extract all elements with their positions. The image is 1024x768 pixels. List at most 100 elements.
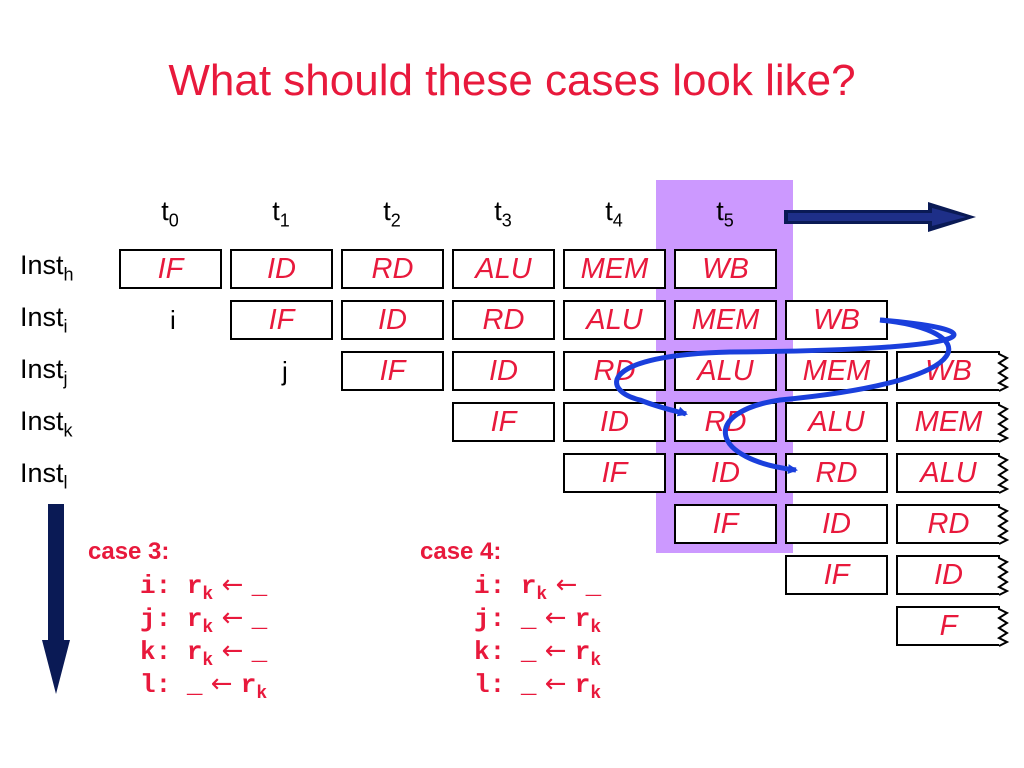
source-register-subscript: k xyxy=(256,684,268,705)
time-arrow-icon xyxy=(784,202,976,232)
stage-cell-if: IF xyxy=(341,351,444,391)
stage-label: ALU xyxy=(586,304,643,336)
instruction-line-j: j: rk ← _ xyxy=(140,603,267,639)
stage-cell-id: ID xyxy=(341,300,444,340)
dest-register: _ xyxy=(186,670,203,700)
stage-label: WB xyxy=(702,253,749,285)
assign-arrow: ← xyxy=(536,669,575,699)
stage-label: WB xyxy=(925,355,972,387)
stage-cell-if: IF xyxy=(563,453,666,493)
row-label-text: Inst xyxy=(20,406,64,436)
stage-label: IF xyxy=(712,508,739,540)
torn-edge-icon xyxy=(996,555,1010,596)
assign-arrow: ← xyxy=(536,603,575,633)
torn-edge-icon xyxy=(996,606,1010,647)
stage-cell-id: ID xyxy=(896,555,1010,596)
source-register-subscript: k xyxy=(590,618,602,639)
instr-name: i: xyxy=(140,571,187,601)
instruction-line-l: l: _ ← rk xyxy=(474,669,602,705)
stage-cell-if: IF xyxy=(785,555,888,595)
stage-label: MEM xyxy=(691,304,760,336)
time-label-subscript: 4 xyxy=(612,210,623,231)
stage-cell-rd: RD xyxy=(785,453,888,493)
instr-name: j: xyxy=(474,604,521,634)
forward-path-to-l xyxy=(722,317,951,475)
time-label-subscript: 2 xyxy=(390,210,401,231)
stage-label: ALU xyxy=(475,253,532,285)
instr-name: j: xyxy=(140,604,187,634)
stage-label: WB xyxy=(813,304,860,336)
stage-label: ID xyxy=(489,355,518,387)
row-label-inst-l: Instl xyxy=(20,458,68,493)
dest-register-subscript: k xyxy=(202,618,214,639)
stage-label: RD xyxy=(371,253,414,285)
instr-name: k: xyxy=(140,637,187,667)
torn-edge-icon xyxy=(996,402,1010,443)
time-label-t2: t2 xyxy=(362,196,422,231)
stage-label: MEM xyxy=(580,253,649,285)
row-label-subscript: j xyxy=(63,368,68,389)
time-label-subscript: 5 xyxy=(723,210,734,231)
source-register: _ xyxy=(251,571,268,601)
row-label-text: Inst xyxy=(20,354,64,384)
row-label-inst-k: Instk xyxy=(20,406,73,441)
source-register: r xyxy=(240,670,257,700)
stage-label: RD xyxy=(815,457,858,489)
row-label-text: Inst xyxy=(20,302,64,332)
row-label-inst-h: Insth xyxy=(20,250,74,285)
source-register: r xyxy=(574,604,591,634)
instruction-line-j: j: _ ← rk xyxy=(474,603,602,639)
time-label-t3: t3 xyxy=(473,196,533,231)
stage-label: IF xyxy=(379,355,406,387)
dest-register: _ xyxy=(520,604,537,634)
torn-edge-icon xyxy=(996,351,1010,392)
row-label-subscript: i xyxy=(63,316,68,337)
stage-cell-alu: ALU xyxy=(785,402,888,442)
time-label-t4: t4 xyxy=(584,196,644,231)
time-label-subscript: 0 xyxy=(168,210,179,231)
assign-arrow: ← xyxy=(536,636,575,666)
torn-edge-icon xyxy=(996,453,1010,494)
stage-label: ID xyxy=(934,559,963,591)
row-label-subscript: k xyxy=(63,420,73,441)
row-label-subscript: h xyxy=(63,264,74,285)
stage-label: ID xyxy=(711,457,740,489)
assign-arrow: ← xyxy=(213,570,252,600)
slide-title: What should these cases look like? xyxy=(168,56,856,105)
time-label-text: t xyxy=(716,196,724,226)
stage-label: IF xyxy=(490,406,517,438)
stage-label: ALU xyxy=(920,457,977,489)
assign-arrow: ← xyxy=(547,570,586,600)
time-label-t5: t5 xyxy=(695,196,755,231)
dest-register: r xyxy=(186,637,203,667)
stage-cell-if: IF xyxy=(674,504,777,544)
torn-edge-icon xyxy=(996,504,1010,545)
instruction-line-i: i: rk ← _ xyxy=(140,570,268,605)
source-register-subscript: k xyxy=(590,651,602,672)
note-i: i xyxy=(170,305,176,335)
stage-cell-rd: RD xyxy=(896,504,1010,545)
stage-cell-f: F xyxy=(896,606,1010,647)
case3-instructions: i: rk ← _j: rk ← _k: rk ← _l: _ ← rk xyxy=(140,570,268,705)
dest-register-subscript: k xyxy=(202,651,214,672)
stage-label: ID xyxy=(267,253,296,285)
dest-register-subscript: k xyxy=(536,585,548,606)
row-label-inst-j: Instj xyxy=(20,354,68,389)
row-label-inst-i: Insti xyxy=(20,302,68,337)
source-register-subscript: k xyxy=(590,684,602,705)
stage-label: ALU xyxy=(808,406,865,438)
instruction-line-k: k: rk ← _ xyxy=(140,636,267,672)
time-label-subscript: 3 xyxy=(501,210,512,231)
instr-name: k: xyxy=(474,637,521,667)
stage-cell-id: ID xyxy=(785,504,888,544)
stage-cell-rd: RD xyxy=(674,402,777,442)
stage-label: F xyxy=(939,610,958,642)
stage-cell-rd: RD xyxy=(563,351,666,391)
time-label-text: t xyxy=(272,196,280,226)
stage-label: IF xyxy=(823,559,850,591)
time-label-text: t xyxy=(494,196,502,226)
stage-cell-if: IF xyxy=(230,300,333,340)
stage-cell-wb: WB xyxy=(674,249,777,289)
